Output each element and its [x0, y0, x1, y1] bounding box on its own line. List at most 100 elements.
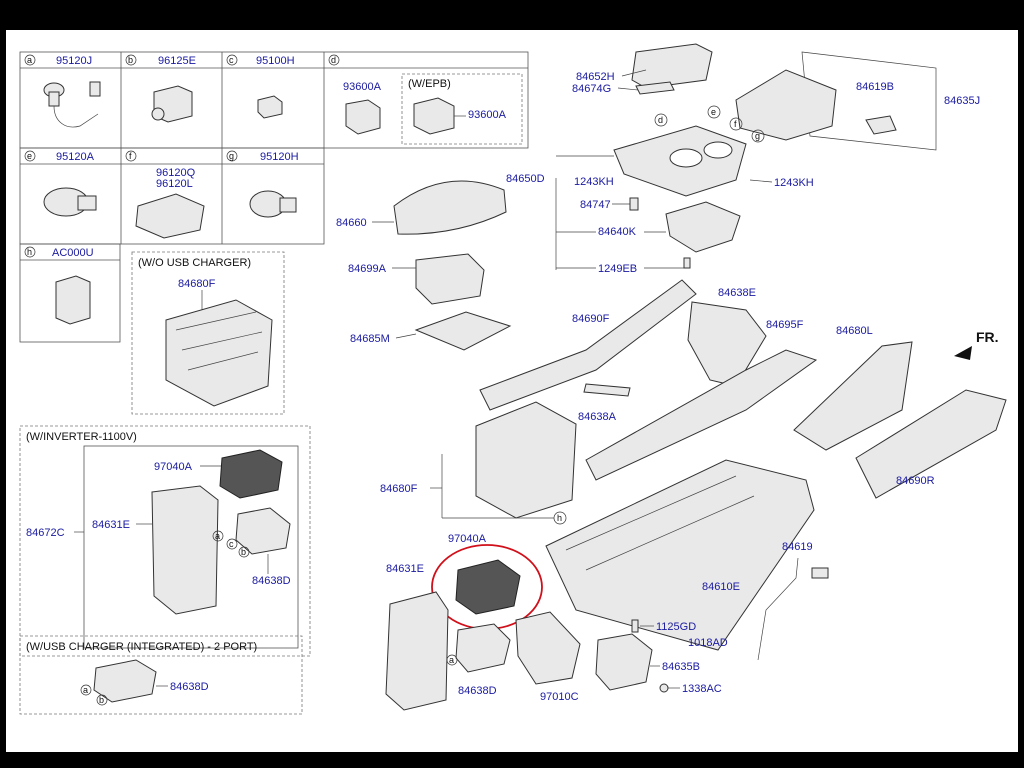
inverter-header: (W/INVERTER-1100V) — [26, 431, 137, 443]
box-d-sub-part: 93600A — [468, 109, 507, 121]
box-f: f 96120Q 96120L — [125, 150, 205, 239]
mat-part — [414, 311, 512, 351]
inverter-a: a — [215, 531, 220, 541]
box-g: g 95120H — [226, 150, 299, 218]
box-d: d 93600A (W/EPB) 93600A — [328, 54, 523, 145]
front-arrow-icon — [954, 346, 972, 360]
w-epb-box — [401, 73, 523, 145]
wo-usb-part: 84680F — [178, 278, 216, 290]
box-g-part: 95120H — [260, 151, 299, 163]
cupholder-part — [665, 201, 741, 253]
label-84680L: 84680L — [836, 325, 873, 337]
inverter-p3: 84631E — [92, 519, 130, 531]
box-f-part2: 96120L — [156, 178, 193, 190]
box-g-letter: g — [229, 151, 234, 161]
panel-84680L — [793, 341, 913, 451]
inverter-p4: 84638D — [252, 575, 291, 587]
ref-g: g — [755, 131, 760, 141]
wo-usb-box — [131, 251, 285, 415]
usb2-a: a — [83, 685, 88, 695]
box-e-part: 95120A — [56, 151, 95, 163]
label-97010C: 97010C — [540, 691, 579, 703]
parts-diagram: a 95120J b 96125E c 95100H d 93600A (W/E… — [19, 43, 1007, 715]
ref-a-main: a — [449, 655, 454, 665]
bezel-part — [235, 507, 291, 555]
epb-switch-part — [345, 99, 381, 135]
bracket-part — [165, 299, 273, 407]
box-c-part: 95100H — [256, 55, 295, 67]
vent-part — [219, 449, 283, 499]
console-body-part — [545, 459, 815, 651]
label-84619: 84619 — [782, 541, 813, 553]
wo-usb-header: (W/O USB CHARGER) — [138, 257, 251, 269]
label-84699A: 84699A — [348, 263, 387, 275]
bezel-84638D — [455, 623, 511, 673]
label-1243KH-a: 1243KH — [574, 176, 614, 188]
trim-84695F — [585, 349, 818, 481]
box-e-letter: e — [27, 151, 32, 161]
parts-diagram-sheet: a 95120J b 96125E c 95100H d 93600A (W/E… — [6, 30, 1018, 752]
cap-part — [257, 95, 283, 119]
label-84747: 84747 — [580, 199, 611, 211]
usb-plate-part — [135, 193, 205, 239]
label-84635J: 84635J — [944, 95, 980, 107]
label-84695F: 84695F — [766, 319, 804, 331]
grid-row2 — [19, 147, 325, 245]
box-e: e 95120A — [24, 150, 97, 217]
inverter-b: b — [241, 547, 246, 557]
duct-97010C — [515, 611, 581, 685]
box-h-letter: h — [27, 247, 32, 257]
box-c-letter: c — [229, 55, 234, 65]
panel-84690R — [855, 389, 1007, 499]
label-84635B: 84635B — [662, 661, 700, 673]
label-1338AC: 1338AC — [682, 683, 722, 695]
label-84631E: 84631E — [386, 563, 424, 575]
armrest-part — [393, 180, 507, 235]
rear-cover-main — [385, 591, 449, 711]
usb2-part: 84638D — [170, 681, 209, 693]
box-b-letter: b — [128, 55, 133, 65]
bracket-84680F — [475, 401, 577, 519]
usb2-b: b — [99, 695, 104, 705]
label-84640K: 84640K — [598, 226, 637, 238]
label-97040A: 97040A — [448, 533, 487, 545]
inverter-c: c — [229, 539, 234, 549]
box-h-part: AC000U — [52, 247, 94, 259]
label-84680F: 84680F — [380, 483, 418, 495]
box-d-sub-header: (W/EPB) — [408, 78, 451, 90]
label-84638D: 84638D — [458, 685, 497, 697]
label-84650D: 84650D — [506, 173, 545, 185]
label-84690F: 84690F — [572, 313, 610, 325]
rear-cover-part — [151, 485, 219, 615]
grid-row3 — [19, 243, 121, 343]
usb-bezel-part — [93, 659, 157, 703]
inverter-p2: 84672C — [26, 527, 65, 539]
fr-label: FR. — [976, 329, 999, 345]
box-f-part1: 96120Q — [156, 167, 196, 179]
box-f-letter: f — [129, 151, 132, 161]
label-84619B: 84619B — [856, 81, 894, 93]
ref-f: f — [734, 119, 737, 129]
ref-h: h — [557, 513, 562, 523]
box-b: b 96125E — [125, 54, 196, 123]
tray-part — [735, 69, 837, 141]
label-84685M: 84685M — [350, 333, 390, 345]
ref-d: d — [658, 115, 663, 125]
label-84690R: 84690R — [896, 475, 935, 487]
label-1249EB: 1249EB — [598, 263, 637, 275]
bracket-84635B — [595, 633, 653, 691]
label-84674G: 84674G — [572, 83, 611, 95]
box-a: a 95120J — [24, 54, 101, 128]
label-1243KH-b: 1243KH — [774, 177, 814, 189]
box-d-letter: d — [331, 55, 336, 65]
label-84660: 84660 — [336, 217, 367, 229]
usb2-header: (W/USB CHARGER (INTEGRATED) - 2 PORT) — [26, 641, 257, 653]
charger-part — [55, 275, 91, 325]
usb2-box — [19, 635, 303, 715]
box-b-part: 96125E — [158, 55, 196, 67]
box-a-part: 95120J — [56, 55, 92, 67]
box-h: h AC000U — [24, 246, 94, 325]
label-84610E: 84610E — [702, 581, 740, 593]
box-a-letter: a — [27, 55, 32, 65]
inverter-p1: 97040A — [154, 461, 193, 473]
